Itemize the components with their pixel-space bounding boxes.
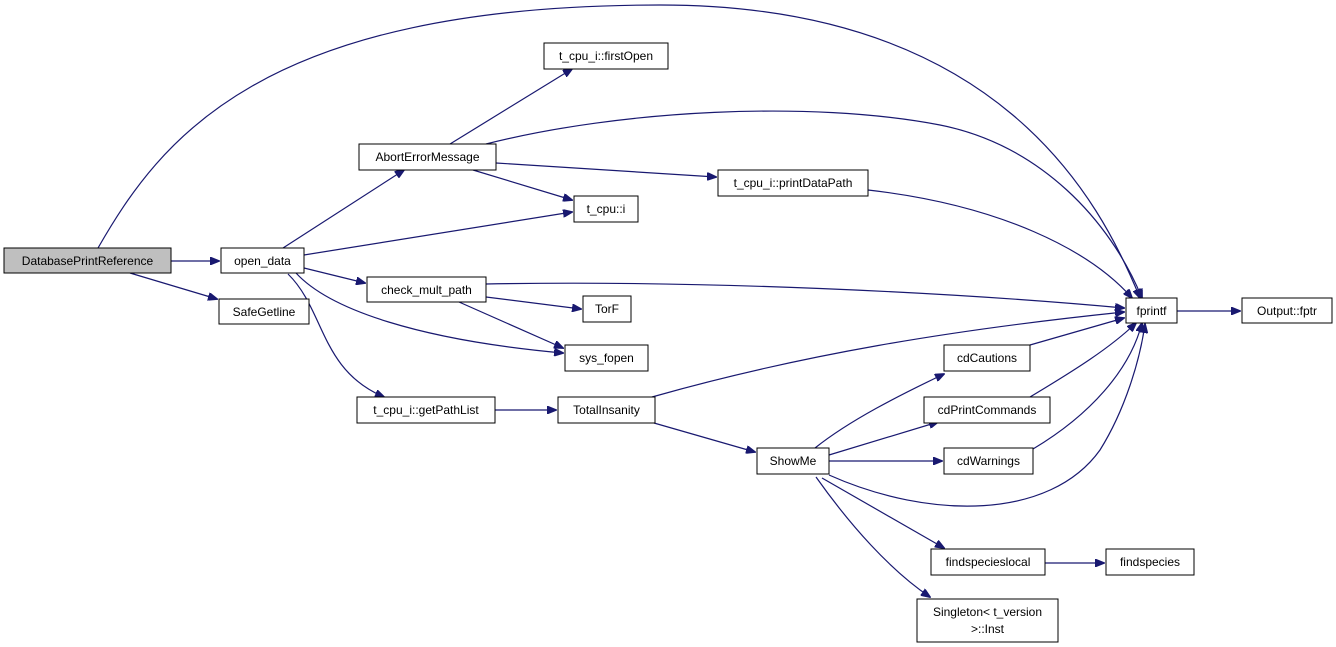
edge-totalinsanity-showme bbox=[653, 422, 755, 452]
node-check-mult-path[interactable]: check_mult_path bbox=[366, 276, 487, 303]
edge-showme-findspecieslocal bbox=[821, 477, 944, 548]
node-label-line-1: Singleton< t_version bbox=[933, 605, 1042, 619]
node-findspecies[interactable]: findspecies bbox=[1105, 548, 1195, 576]
node-torf[interactable]: TorF bbox=[582, 295, 632, 323]
node-label: t_cpu_i::printDataPath bbox=[734, 176, 853, 190]
node-showme[interactable]: ShowMe bbox=[756, 447, 830, 475]
node-findspecieslocal[interactable]: findspecieslocal bbox=[930, 548, 1046, 576]
node-output-fptr[interactable]: Output::fptr bbox=[1241, 297, 1333, 324]
node-fprintf[interactable]: fprintf bbox=[1125, 297, 1178, 324]
edge-open-data-getpathlist bbox=[287, 273, 384, 397]
edge-open-data-checkmult bbox=[303, 267, 365, 283]
nodes-layer: DatabasePrintReference open_data SafeGet… bbox=[3, 42, 1333, 643]
edge-checkmult-fprintf bbox=[485, 282, 1124, 308]
node-label: Output::fptr bbox=[1257, 304, 1317, 318]
node-totalinsanity[interactable]: TotalInsanity bbox=[557, 396, 656, 424]
node-label: t_cpu_i::firstOpen bbox=[559, 49, 653, 63]
edges-layer bbox=[97, 4, 1240, 597]
edge-showme-singleton bbox=[815, 476, 930, 597]
edge-showme-cdcautions bbox=[814, 374, 944, 449]
node-label: check_mult_path bbox=[381, 283, 472, 297]
edge-showme-fprintf bbox=[828, 324, 1145, 507]
node-t-cpu-i-printdatapath[interactable]: t_cpu_i::printDataPath bbox=[717, 169, 869, 197]
node-label: findspecieslocal bbox=[946, 555, 1031, 569]
node-label-line-2: >::Inst bbox=[971, 622, 1005, 636]
node-aborterrormessage[interactable]: AbortErrorMessage bbox=[358, 143, 497, 171]
node-label: cdWarnings bbox=[957, 454, 1020, 468]
node-label: cdCautions bbox=[957, 351, 1017, 365]
node-label: t_cpu_i::getPathList bbox=[373, 403, 479, 417]
edge-cdwarnings-fprintf bbox=[1032, 323, 1142, 450]
node-label: SafeGetline bbox=[233, 305, 296, 319]
edge-open-data-tcpui bbox=[303, 212, 572, 256]
node-label: cdPrintCommands bbox=[938, 403, 1037, 417]
node-label: open_data bbox=[234, 254, 291, 268]
node-cdprintcommands[interactable]: cdPrintCommands bbox=[923, 396, 1051, 424]
edge-root-safegetline bbox=[129, 272, 217, 299]
node-t-cpu-i-getpathlist[interactable]: t_cpu_i::getPathList bbox=[356, 396, 496, 424]
edge-open-data-abort bbox=[282, 170, 404, 249]
node-label: TorF bbox=[595, 302, 619, 316]
edge-checkmult-sysfopen bbox=[458, 301, 563, 348]
node-sys-fopen[interactable]: sys_fopen bbox=[564, 344, 649, 372]
edge-abort-fprintf bbox=[485, 110, 1142, 298]
node-label: DatabasePrintReference bbox=[22, 254, 154, 268]
node-label: ShowMe bbox=[770, 454, 817, 468]
node-label: findspecies bbox=[1120, 555, 1180, 569]
node-safegetline[interactable]: SafeGetline bbox=[218, 298, 310, 325]
node-t-cpu-i[interactable]: t_cpu::i bbox=[573, 195, 639, 223]
node-label: t_cpu::i bbox=[587, 202, 626, 216]
node-databaseprintreference[interactable]: DatabasePrintReference bbox=[3, 247, 172, 274]
node-t-cpu-i-firstopen[interactable]: t_cpu_i::firstOpen bbox=[543, 42, 669, 70]
node-cdcautions[interactable]: cdCautions bbox=[943, 344, 1031, 372]
edge-checkmult-torf bbox=[485, 296, 581, 309]
edge-cdprintcommands-fprintf bbox=[1029, 323, 1136, 398]
node-singleton-t-version-inst[interactable]: Singleton< t_version >::Inst bbox=[916, 598, 1059, 643]
edge-totalinsanity-fprintf bbox=[651, 312, 1124, 398]
node-open-data[interactable]: open_data bbox=[220, 247, 305, 274]
node-label: AbortErrorMessage bbox=[375, 150, 479, 164]
node-label: fprintf bbox=[1136, 304, 1167, 318]
node-label: sys_fopen bbox=[579, 351, 634, 365]
node-cdwarnings[interactable]: cdWarnings bbox=[943, 447, 1034, 475]
node-label: TotalInsanity bbox=[573, 403, 640, 417]
edge-cdcautions-fprintf bbox=[1029, 318, 1124, 346]
edge-printdatapath-fprintf bbox=[867, 189, 1132, 298]
edge-abort-printdatapath bbox=[495, 162, 716, 177]
edge-open-data-sysfopen bbox=[295, 272, 563, 353]
edge-abort-tcpui bbox=[472, 169, 572, 200]
edge-root-fprintf bbox=[97, 4, 1140, 298]
edge-showme-cdprintcommands bbox=[828, 422, 938, 456]
edge-abort-firstopen bbox=[449, 69, 572, 145]
